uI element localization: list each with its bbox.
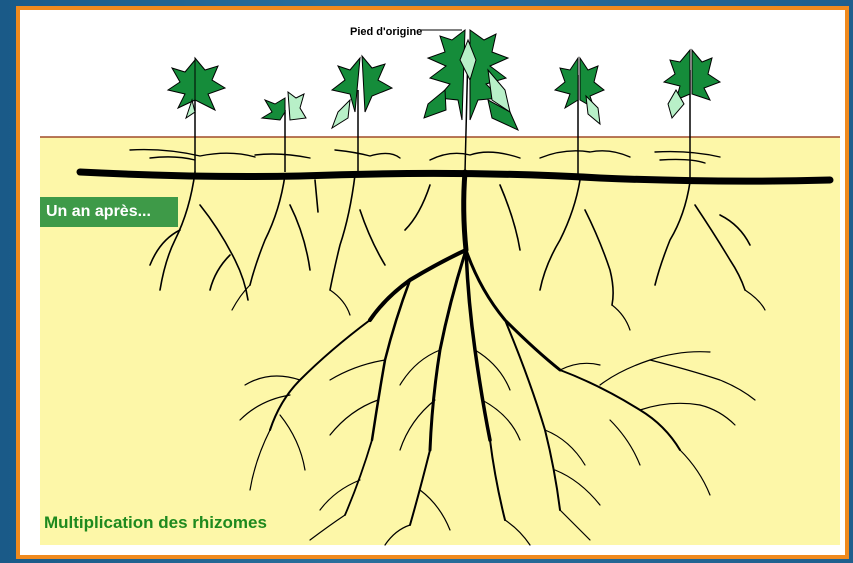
time-tag: Un an après... (40, 197, 178, 227)
plant-2-leaves (262, 92, 306, 120)
rhizome-diagram (20, 10, 845, 555)
plant-6-leaves (664, 50, 720, 118)
plant-1-leaves (168, 58, 225, 118)
plant-3-leaves (332, 56, 392, 128)
plant-5-leaves (555, 58, 604, 124)
origin-plant-label: Pied d'origine (350, 26, 422, 38)
plant-origin-leaves (424, 30, 518, 130)
diagram-caption: Multiplication des rhizomes (44, 513, 267, 533)
